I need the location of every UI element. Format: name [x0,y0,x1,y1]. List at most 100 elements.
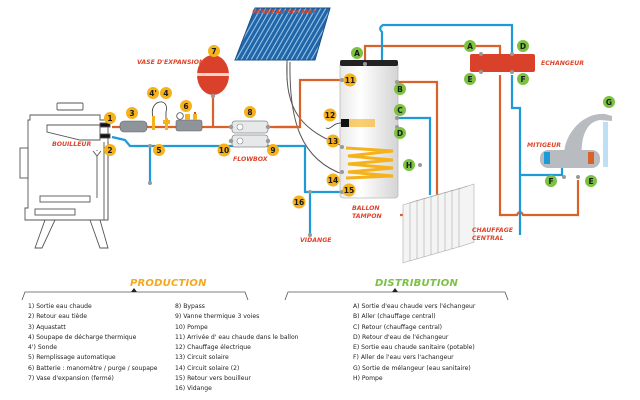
label-vase-expansion: VASE D'EXPANSION [137,59,205,66]
legend-item: 2) Retour eau tiède [28,313,88,321]
legend-item: 13) Circuit solaire [175,354,229,362]
radiator [402,183,475,264]
thermal-relief-valve [151,101,170,130]
svg-text:11: 11 [345,76,355,85]
production-legend-col1: 1) Sortie eau chaude 2) Retour eau tiède… [28,302,158,384]
badge-B: B [394,83,406,95]
svg-text:12: 12 [325,111,335,120]
legend-item: 3) Aquastatt [28,323,66,331]
badge-C: C [394,104,406,116]
drain-end [308,233,312,237]
boiler [19,102,111,249]
svg-text:A: A [467,42,473,51]
distribution-title: DISTRIBUTION [375,278,459,289]
label-mitigeur: MITIGEUR [527,142,561,149]
heating-system-diagram: PANNEAU SOLAIRE BOUILLEUR [19,7,615,264]
svg-text:F: F [548,177,553,186]
production-title: PRODUCTION [130,278,207,289]
svg-text:16: 16 [294,198,304,207]
distribution-bracket-arrow [392,288,398,292]
badge-12: 12 [323,108,337,122]
badge-2: 2 [104,144,116,156]
svg-text:4: 4 [163,89,168,98]
legend-item: D) Retour d'eau de l'échangeur [353,333,449,341]
badge-11: 11 [343,73,357,87]
fill-end [148,181,152,185]
svg-text:F: F [520,75,525,84]
svg-text:1: 1 [107,114,112,123]
badge-E-tap: E [585,175,597,187]
mixer-tap [540,113,612,179]
legend-item: 4) Soupape de décharge thermique [28,333,137,341]
distribution-badges: A B C D H A D E F G F E [351,40,615,187]
label-panneau-solaire: PANNEAU SOLAIRE [252,9,318,16]
expansion-vessel [197,55,229,99]
legend-item: 8) Bypass [175,303,205,310]
label-chauffage: CHAUFFAGE [472,227,514,234]
legend-item: F) Aller de l'eau vers l'achangeur [353,354,454,362]
distribution-bracket [284,291,509,301]
heat-exchanger [470,52,535,74]
badge-4: 4 [160,87,172,99]
svg-text:G: G [606,98,612,107]
badge-1: 1 [104,112,116,124]
badge-14: 14 [326,173,340,187]
svg-text:15: 15 [344,186,354,195]
label-ballon: BALLON [352,205,380,212]
svg-text:2: 2 [107,146,112,155]
svg-text:9: 9 [270,146,275,155]
badge-8: 8 [244,106,256,118]
legend-item: 12) Chauffage électrique [175,344,251,352]
svg-text:D: D [397,129,403,138]
legend-item: 15) Retour vers bouilleur [175,375,251,383]
legend-item: 7) Vase d'expansion (fermé) [28,375,114,383]
production-badges: 1 2 3 4' 4 5 6 7 8 9 10 11 12 13 14 15 1… [104,45,357,209]
buffer-tank [325,60,399,199]
label-tampon: TAMPON [352,213,382,220]
legend-item: 16) Vidange [175,385,212,393]
legend-item: H) Pompe [353,375,383,383]
pump-connector [418,163,422,167]
badge-A-tank: A [351,47,363,59]
svg-text:B: B [397,85,403,94]
badge-D-tank: D [394,127,406,139]
badge-15: 15 [342,183,356,197]
legend-item: 1) Sortie eau chaude [28,303,92,310]
legend-item: A) Sortie d'eau chaude vers l'échangeur [353,303,476,310]
manometer-battery [175,112,203,132]
legend-item: 6) Batterie : manomètre / purge / soupap… [28,364,158,372]
production-bracket [21,291,249,301]
label-echangeur: ECHANGEUR [541,60,584,67]
svg-text:E: E [588,177,593,186]
aquastat [119,120,148,133]
svg-text:14: 14 [328,176,338,185]
svg-text:7: 7 [211,47,216,56]
badge-F-tap: F [545,175,557,187]
svg-text:5: 5 [156,146,161,155]
svg-text:C: C [397,106,403,115]
solar-panel [234,7,346,176]
distribution-legend: A) Sortie d'eau chaude vers l'échangeur … [353,302,475,384]
badge-3: 3 [126,107,138,119]
svg-text:10: 10 [219,146,229,155]
legend-item: 14) Circuit solaire (2) [175,364,240,372]
label-central: CENTRAL [472,235,504,242]
flowbox [228,120,271,148]
legend-brackets [21,288,509,301]
drain-tee [308,190,312,194]
badge-13: 13 [326,134,340,148]
badge-G: G [603,96,615,108]
legend-item: 10) Pompe [175,323,208,331]
badge-10: 10 [217,143,231,157]
svg-text:13: 13 [328,137,338,146]
badge-6: 6 [180,100,192,112]
svg-text:A: A [354,49,360,58]
legend-item: E) Sortie eau chaude sanitaire (potable) [353,344,475,352]
badge-4p: 4' [147,87,159,99]
badge-H: H [403,159,415,171]
label-bouilleur: BOUILLEUR [52,141,91,148]
legend-item: 9) Vanne thermique 3 voies [175,313,260,321]
svg-text:D: D [520,42,526,51]
badge-16: 16 [292,195,306,209]
svg-text:8: 8 [247,108,252,117]
